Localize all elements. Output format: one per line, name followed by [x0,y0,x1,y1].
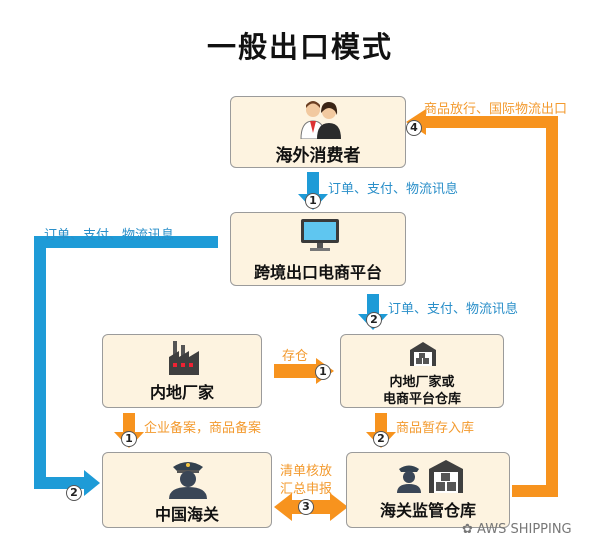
officer-warehouse-icon [397,460,463,493]
step-badge-4: 4 [406,120,422,136]
node-consumer-label: 海外消费者 [275,146,361,166]
orange-arrowhead-declare-left [274,493,292,521]
node-customs: 中国海关 [102,452,272,528]
node-warehouse-label-line2: 电商平台仓库 [382,392,461,407]
customs-officer-icon [169,462,207,499]
node-warehouse: 内地厂家或 电商平台仓库 [340,334,504,408]
node-warehouse-label-line1: 内地厂家或 [389,375,455,390]
orange-arrow-storage [274,364,318,378]
step-badge-1a: 1 [305,193,321,209]
node-bonded-warehouse-label: 海关监管仓库 [379,501,476,520]
factory-icon [169,341,199,375]
orange-arrowhead-declare-right [330,493,348,521]
blue-arrow-platform-warehouse [367,294,379,316]
node-bonded-warehouse: 海关监管仓库 [346,452,510,528]
flow-label-filing: 企业备案，商品备案 [144,421,262,436]
monitor-icon [301,219,339,251]
flow-label-release: 商品放行、国际物流出口 [424,102,568,117]
flow-label-consumer-to-platform: 订单、支付、物流讯息 [328,182,459,197]
node-platform-label: 跨境出口电商平台 [253,263,382,282]
node-platform: 跨境出口电商平台 [230,212,406,286]
flow-label-platform-to-warehouse: 订单、支付、物流讯息 [388,302,519,317]
blue-flow-arrow-platform-to-customs [34,236,218,489]
blue-arrow-consumer-platform [307,172,319,196]
flow-label-declare-line1: 清单核放 [280,464,333,479]
step-badge-1b: 1 [315,364,331,380]
wechat-icon: ✿ [462,522,478,537]
step-badge-1c: 1 [121,431,137,447]
orange-arrow-temp-storage [375,413,387,435]
warehouse-icon [410,342,436,366]
orange-flow-arrow-release [424,116,558,497]
blue-arrowhead-customs [84,470,100,496]
step-badge-2a: 2 [366,312,382,328]
flow-label-declare-line2: 汇总申报 [280,482,333,497]
flow-label-temp-storage: 商品暂存入库 [396,421,475,436]
flow-label-platform-to-customs: 订单、支付、物流讯息 [44,228,175,243]
watermark: ✿ AWS SHIPPING [462,522,572,537]
page-title: 一般出口模式 [206,30,393,64]
node-consumer: 海外消费者 [230,96,406,168]
flow-label-storage: 存仓 [282,349,309,364]
couple-icon [300,101,341,139]
orange-arrow-filing [123,413,135,435]
node-manufacturer-label: 内地厂家 [149,383,214,402]
node-manufacturer: 内地厂家 [102,334,262,408]
node-customs-label: 中国海关 [154,505,219,524]
step-badge-2b: 2 [66,485,82,501]
watermark-text: AWS SHIPPING [477,522,572,537]
step-badge-2c: 2 [373,431,389,447]
step-badge-3: 3 [298,499,314,515]
